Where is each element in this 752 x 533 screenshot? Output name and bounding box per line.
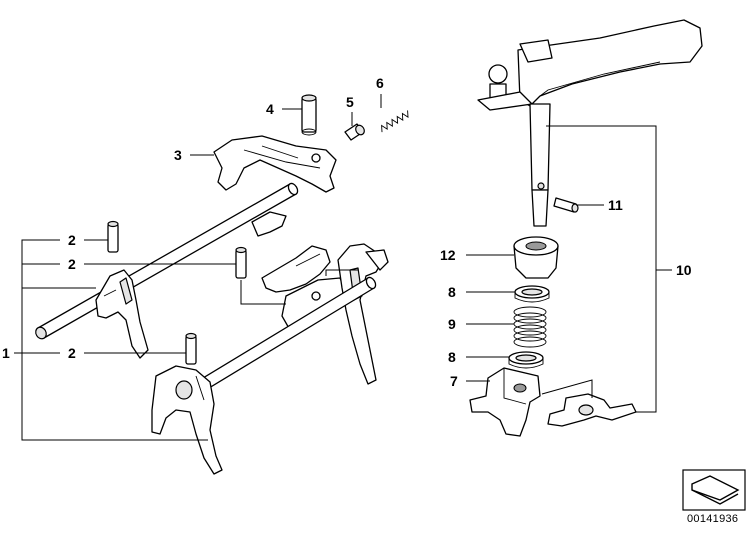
leader-lines-right — [466, 125, 672, 413]
rod-bracket — [251, 211, 287, 237]
part-4-pin — [301, 94, 317, 136]
shift-fork-front — [151, 365, 223, 475]
callout-2-middle: 2 — [68, 256, 76, 272]
doc-symbol-box — [682, 469, 746, 511]
part-10-gear-lever — [477, 19, 703, 227]
part-11-pin — [553, 197, 579, 213]
callout-12: 12 — [440, 247, 456, 263]
callout-11: 11 — [608, 197, 623, 213]
callout-3: 3 — [174, 147, 182, 163]
part-2-pin-lower — [185, 332, 197, 365]
callout-1: 1 — [2, 345, 10, 361]
part-8-ring-lower — [508, 351, 544, 369]
callout-7: 7 — [450, 373, 458, 389]
callout-4: 4 — [266, 101, 274, 117]
part-8-ring-upper — [514, 285, 550, 303]
part-6-spring — [381, 110, 409, 133]
callout-8-lower: 8 — [448, 349, 456, 365]
shift-fork-right — [337, 243, 389, 385]
part-3-bracket — [213, 135, 337, 193]
part-7-selector-block — [469, 367, 541, 437]
part-12-bushing — [513, 236, 559, 279]
callout-9: 9 — [448, 316, 456, 332]
selector-plate — [261, 245, 347, 331]
callout-8-upper: 8 — [448, 284, 456, 300]
callout-6: 6 — [376, 75, 384, 91]
shift-fork-left — [95, 269, 149, 359]
part-9-spring — [513, 306, 547, 348]
part-2-pin-middle — [235, 246, 247, 279]
leader-lines-left — [14, 94, 382, 441]
part-5-roller — [344, 123, 365, 141]
callout-2-lower: 2 — [68, 345, 76, 361]
callout-2-upper: 2 — [68, 232, 76, 248]
document-number: 00141936 — [687, 513, 739, 525]
callout-10: 10 — [676, 262, 692, 278]
part-2-pin-upper — [107, 220, 119, 253]
callout-5: 5 — [346, 94, 354, 110]
selector-finger — [547, 393, 637, 427]
